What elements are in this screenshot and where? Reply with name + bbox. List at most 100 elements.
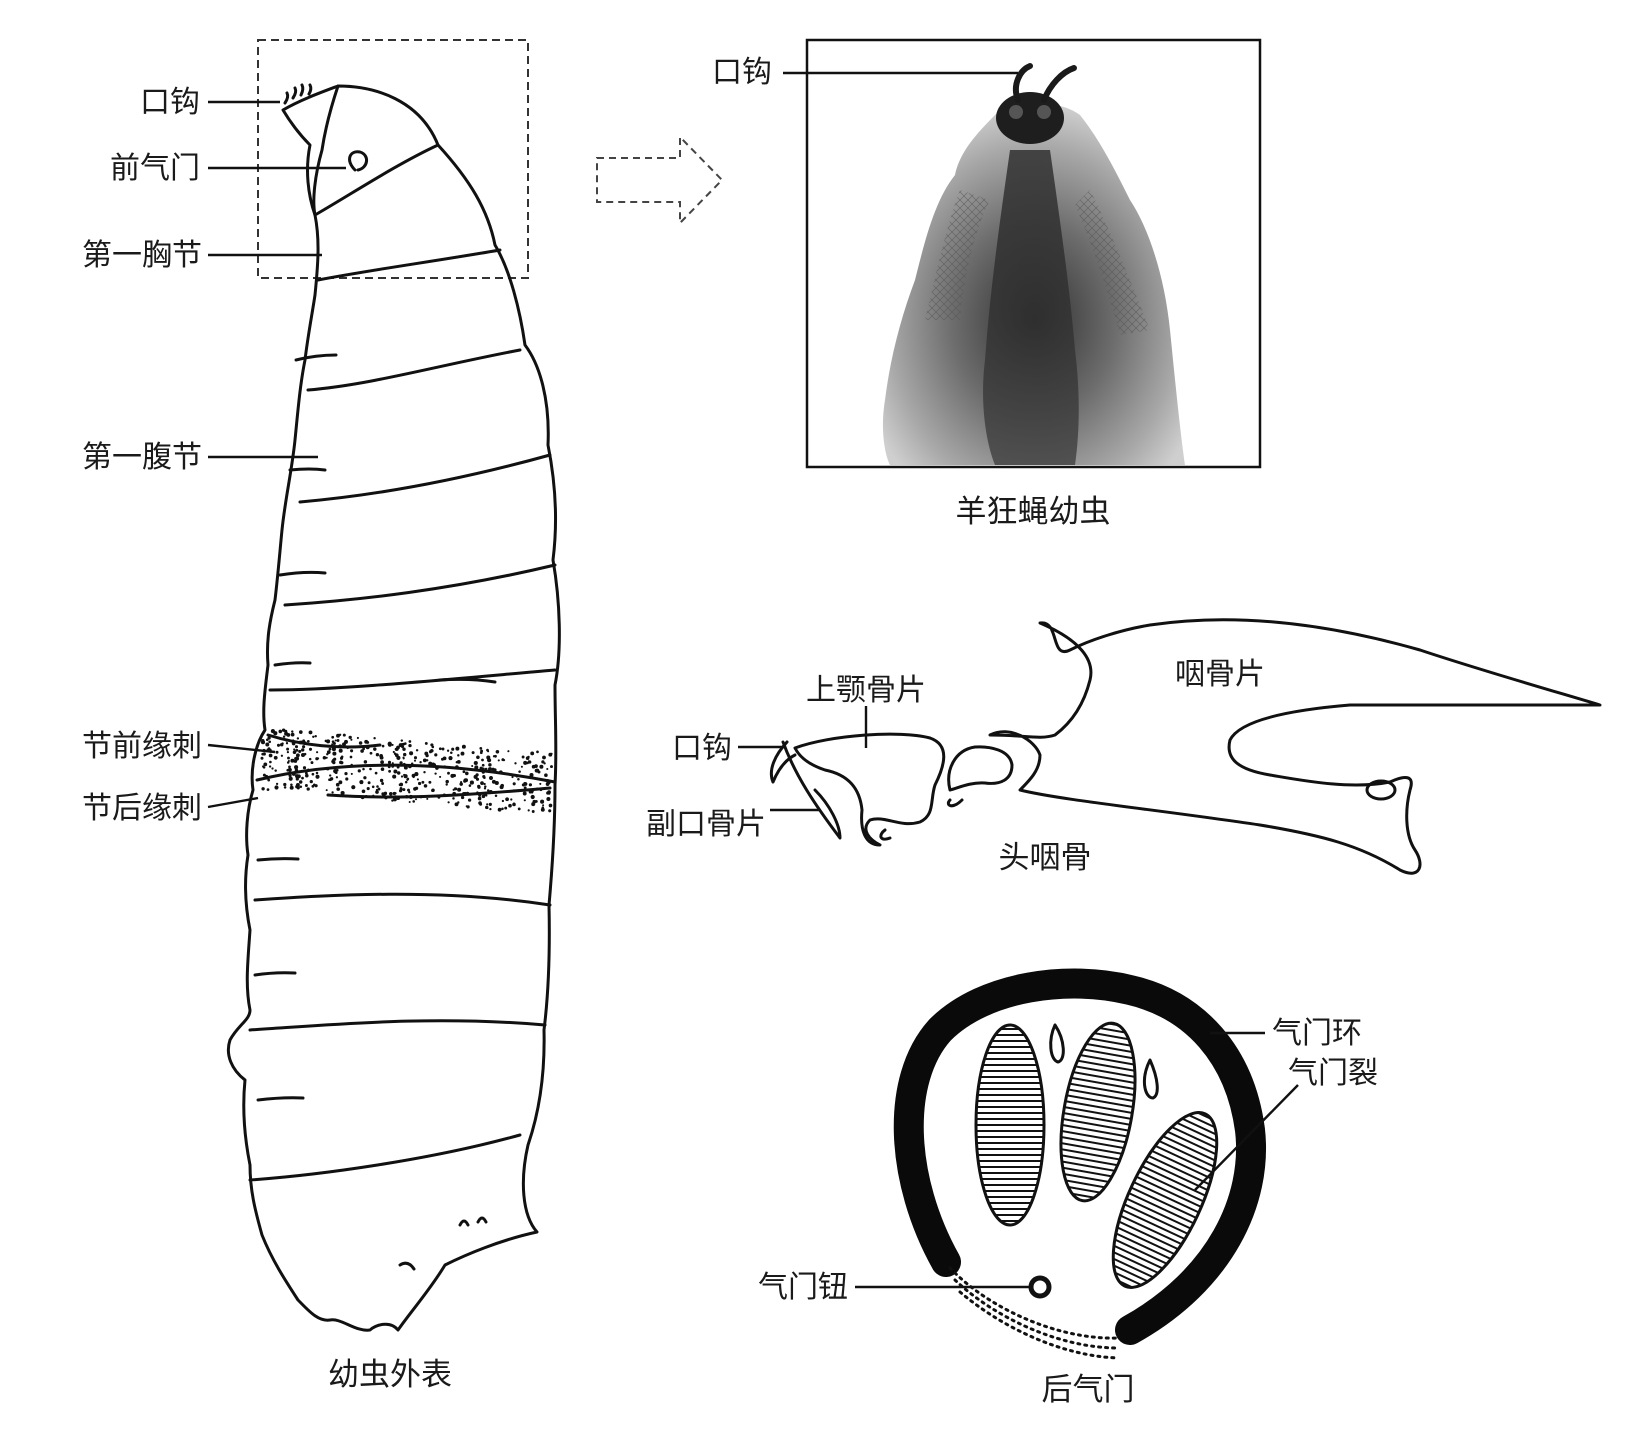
spine-dot	[424, 741, 428, 745]
label-accessory: 副口骨片	[646, 807, 766, 842]
spine-dot	[308, 757, 312, 761]
spine-dot	[418, 781, 422, 786]
spine-dot	[518, 770, 521, 773]
spine-dot	[527, 809, 530, 812]
spine-dot	[403, 774, 408, 779]
spine-dot	[331, 743, 334, 746]
spine-dot	[414, 772, 419, 777]
spine-dot	[497, 759, 500, 762]
spine-dot	[399, 761, 403, 765]
spine-dot	[539, 778, 542, 781]
spine-dot	[291, 741, 296, 746]
spine-dot	[501, 807, 504, 811]
spine-dot	[512, 782, 516, 786]
spine-dot	[292, 739, 295, 742]
spine-dot	[447, 771, 450, 775]
spine-dot	[520, 765, 523, 768]
spine-dot	[455, 765, 459, 769]
specimen-texture	[925, 190, 990, 320]
spine-dot	[350, 738, 353, 741]
spine-dot	[296, 737, 300, 740]
spine-dot	[462, 770, 466, 774]
spine-dot	[507, 750, 510, 753]
spine-dot	[263, 762, 268, 767]
spine-dot	[286, 747, 290, 751]
caption-photo: 羊狂蝇幼虫	[956, 494, 1111, 530]
spine-dot	[415, 749, 419, 752]
spine-dot	[374, 771, 378, 775]
spine-dot	[438, 747, 442, 751]
spine-dot	[457, 801, 460, 804]
spine-dot	[432, 763, 437, 767]
spine-dot	[452, 797, 455, 800]
head-crease	[312, 84, 340, 217]
spine-dot	[293, 748, 296, 751]
spine-dot	[428, 780, 432, 784]
spine-dot	[512, 802, 516, 807]
spine-dot	[504, 806, 508, 810]
spine-dot	[260, 740, 266, 745]
label-front-spiracle: 前气门	[110, 151, 200, 186]
spine-dot	[539, 788, 543, 792]
spine-dot	[471, 751, 475, 755]
spine-dot	[334, 739, 337, 742]
spine-dot	[290, 732, 295, 737]
spine-dot	[285, 742, 289, 745]
spine-dot	[544, 773, 548, 777]
spine-dot	[275, 750, 279, 754]
spine-dot	[268, 765, 272, 768]
spine-dot	[335, 782, 340, 787]
label-skeleton-mouth-hook: 口钩	[672, 731, 732, 766]
spine-dot	[486, 748, 489, 752]
spine-dot	[261, 787, 265, 791]
spine-dot	[345, 777, 349, 781]
spine-dot	[315, 771, 319, 775]
spine-dot	[493, 768, 497, 772]
spine-dot	[363, 760, 368, 764]
spine-dot	[366, 740, 370, 744]
spine-dot	[315, 774, 320, 779]
spine-dot	[479, 766, 483, 770]
spine-dot	[298, 749, 302, 753]
spine-dot	[484, 785, 487, 788]
spine-dot	[267, 778, 271, 782]
front-spiracle-mark	[348, 150, 368, 172]
spine-dot	[301, 776, 304, 780]
spine-dot	[332, 758, 335, 762]
spine-dot	[473, 760, 478, 766]
spine-dot	[396, 797, 400, 800]
spine-dot	[377, 787, 381, 791]
specimen-core	[983, 150, 1079, 465]
spine-dot	[396, 771, 401, 775]
spine-dot	[456, 760, 461, 764]
spine-dot	[294, 757, 297, 760]
spine-dot	[373, 736, 376, 740]
spine-dot	[495, 750, 500, 754]
spine-dot	[482, 775, 486, 779]
spine-dot	[380, 767, 385, 771]
spine-dot	[361, 789, 366, 794]
spine-dot	[479, 751, 483, 755]
spine-dot	[281, 728, 286, 732]
spine-dot	[364, 794, 368, 798]
spine-dot	[331, 735, 335, 739]
spine-dot	[542, 804, 545, 807]
spine-dot	[329, 774, 332, 777]
specimen-texture	[1075, 190, 1150, 335]
skeleton-connector	[947, 745, 1014, 792]
wrinkle-ticks	[253, 353, 497, 1271]
spine-dot	[402, 788, 406, 792]
spine-dot	[311, 784, 315, 788]
spine-dot	[296, 786, 300, 790]
spine-dot	[385, 792, 388, 795]
spine-dot	[331, 791, 334, 794]
spine-dot	[404, 794, 409, 799]
spine-dot	[376, 785, 379, 788]
spine-dot	[430, 743, 434, 747]
label-slits: 气门裂	[1288, 1056, 1378, 1091]
spine-dot	[539, 782, 542, 785]
spine-dot	[471, 764, 474, 768]
caption-skeleton: 头咽骨	[999, 840, 1092, 876]
spine-dot	[342, 733, 346, 737]
spine-dot	[491, 779, 496, 784]
